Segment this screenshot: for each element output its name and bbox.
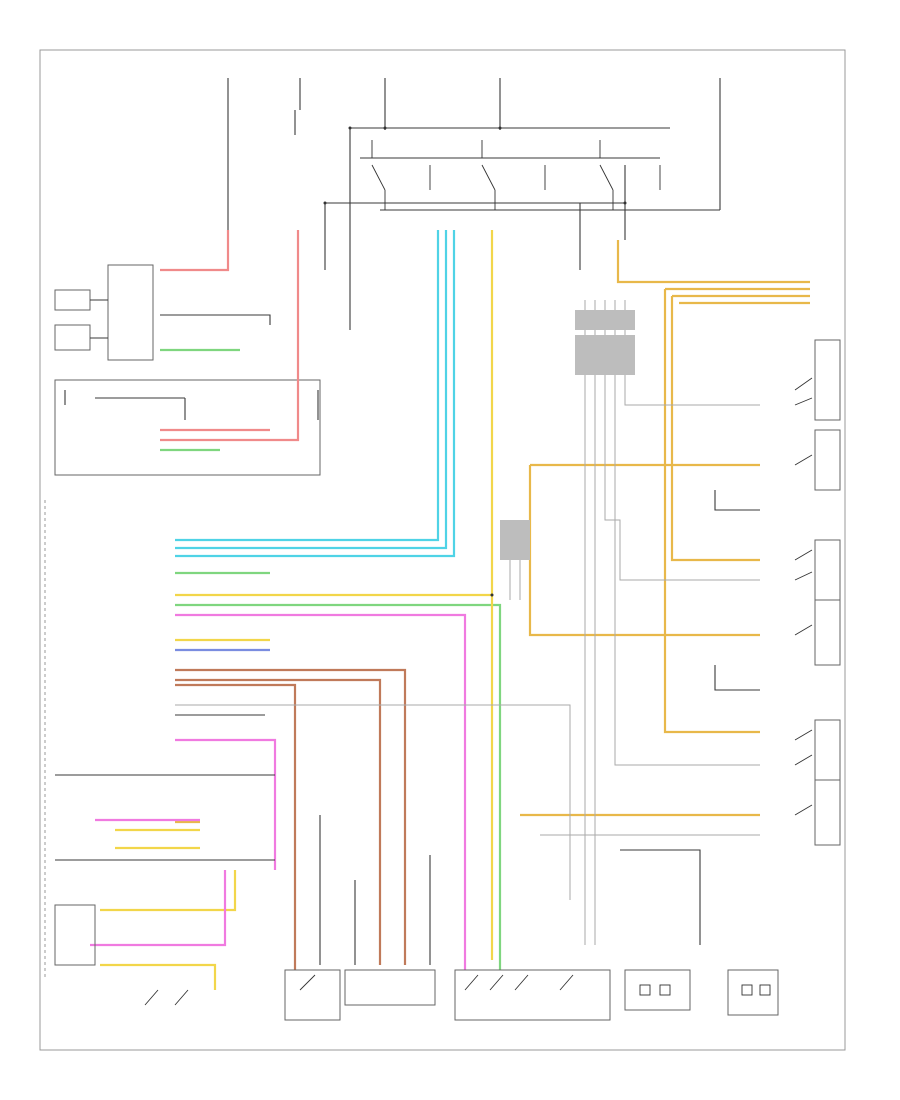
bottom-lock-switch-assembly	[454, 969, 611, 1021]
bottom-module-switch	[344, 969, 436, 1006]
black-wires	[160, 314, 760, 965]
liftgate-latch-assembly	[284, 969, 341, 1021]
pink-wires	[90, 613, 467, 970]
fuel-door-release-actuator	[727, 969, 779, 1016]
left-upper-module	[54, 264, 154, 361]
orange-wires	[175, 240, 810, 824]
bottom-switch-symbols	[144, 974, 574, 1006]
bottom-motor-symbols	[639, 984, 771, 996]
diagram-frame	[39, 49, 846, 1051]
top-fuse-relay-group	[227, 78, 721, 330]
cyan-wires	[175, 230, 456, 558]
right-switches	[794, 339, 841, 846]
driver-door-lock-actuator-box	[814, 339, 841, 421]
brown-wires	[175, 668, 407, 970]
center-connectors	[500, 310, 635, 560]
left-bottom-module	[54, 904, 96, 966]
bottom-motor-actuator	[624, 969, 691, 1011]
junction-dots	[323, 126, 627, 597]
red-wires	[160, 230, 300, 442]
green-wires	[160, 348, 502, 970]
left-antenna-module	[54, 379, 321, 476]
